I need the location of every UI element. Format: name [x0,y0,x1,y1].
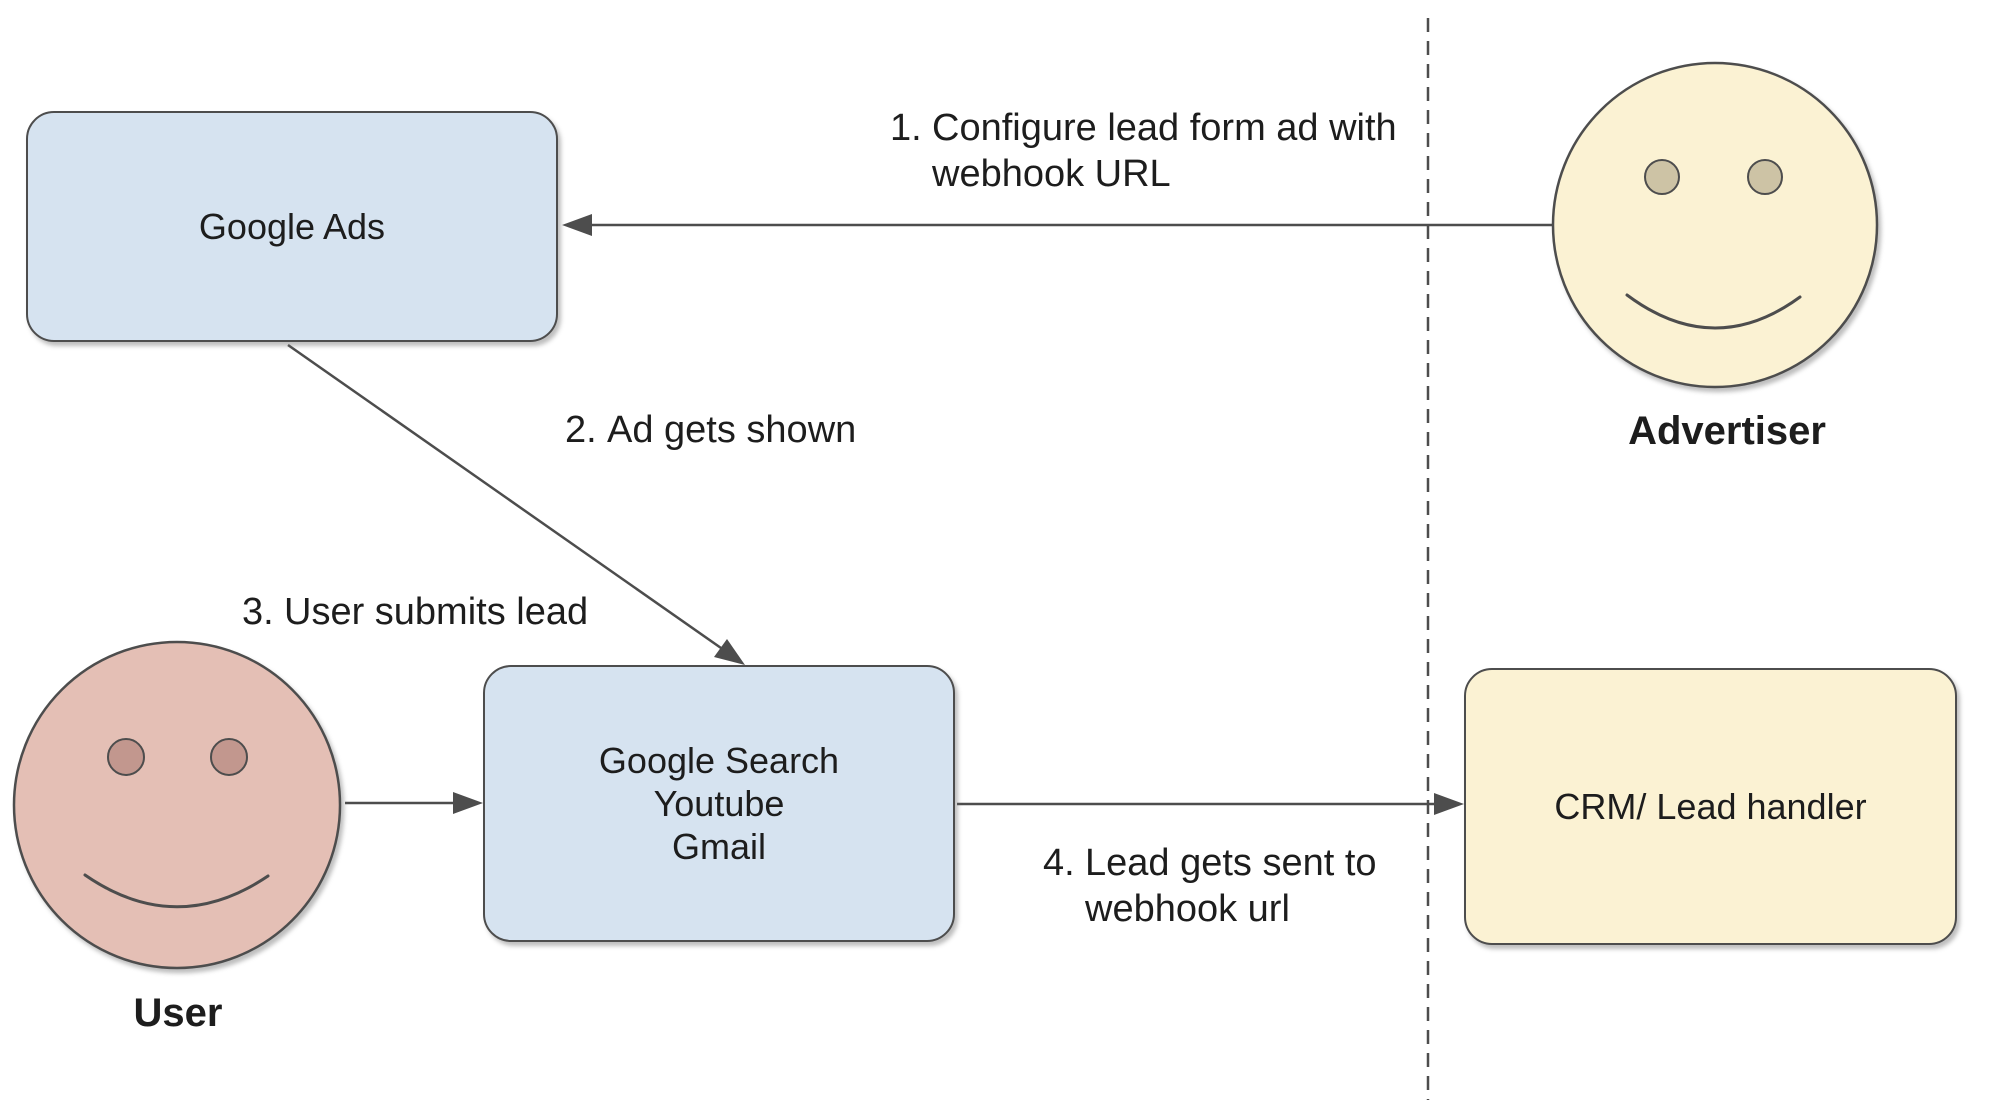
user-left-eye-icon [107,738,145,776]
advertiser-head [1551,61,1879,389]
node-google-search: Google Search Youtube Gmail [483,665,955,942]
user-smile-icon [83,873,270,909]
arrowhead-search-to-crm [1434,793,1464,815]
node-google-search-line-1: Google Search [598,740,840,781]
user-label: User [133,991,223,1035]
step-3-number: 3. [242,591,274,633]
arrow-googleads-to-search [287,343,722,650]
advertiser-right-eye-icon [1747,159,1783,195]
step-2-number: 2. [565,409,597,451]
step-4-text-line-2: webhook url [1085,888,1290,930]
user-right-eye-icon [210,738,248,776]
node-google-ads-label: Google Ads [198,206,386,247]
node-crm-lead-handler: CRM/ Lead handler [1464,668,1957,945]
node-google-search-line-2: Youtube [653,783,785,824]
user-head [12,640,342,970]
step-1-text-line-2: webhook URL [932,153,1171,195]
step-3-label: 3. User submits lead [242,589,588,635]
user-face [12,640,342,970]
step-3-text: User submits lead [284,591,589,633]
node-google-ads: Google Ads [26,111,558,342]
node-crm-label: CRM/ Lead handler [1554,786,1867,827]
node-google-search-line-3: Gmail [671,826,766,867]
arrowhead-googleads-to-search [714,639,745,665]
step-1-text-line-1: Configure lead form ad with [932,107,1397,149]
step-4-number: 4. [1043,842,1075,884]
step-1-label: 1. Configure lead form ad with webhook U… [890,105,1402,197]
step-2-label: 2. Ad gets shown [565,407,856,453]
advertiser-label: Advertiser [1628,409,1826,453]
step-4-label: 4. Lead gets sent to webhook url [1043,840,1395,932]
arrowhead-advertiser-to-googleads [562,214,592,236]
step-4-text-line-1: Lead gets sent to [1085,842,1377,884]
advertiser-face [1551,61,1879,389]
advertiser-smile-icon [1625,293,1802,330]
arrowhead-user-to-search [453,792,483,814]
step-2-text: Ad gets shown [607,409,857,451]
step-1-number: 1. [890,107,922,149]
advertiser-left-eye-icon [1644,159,1680,195]
